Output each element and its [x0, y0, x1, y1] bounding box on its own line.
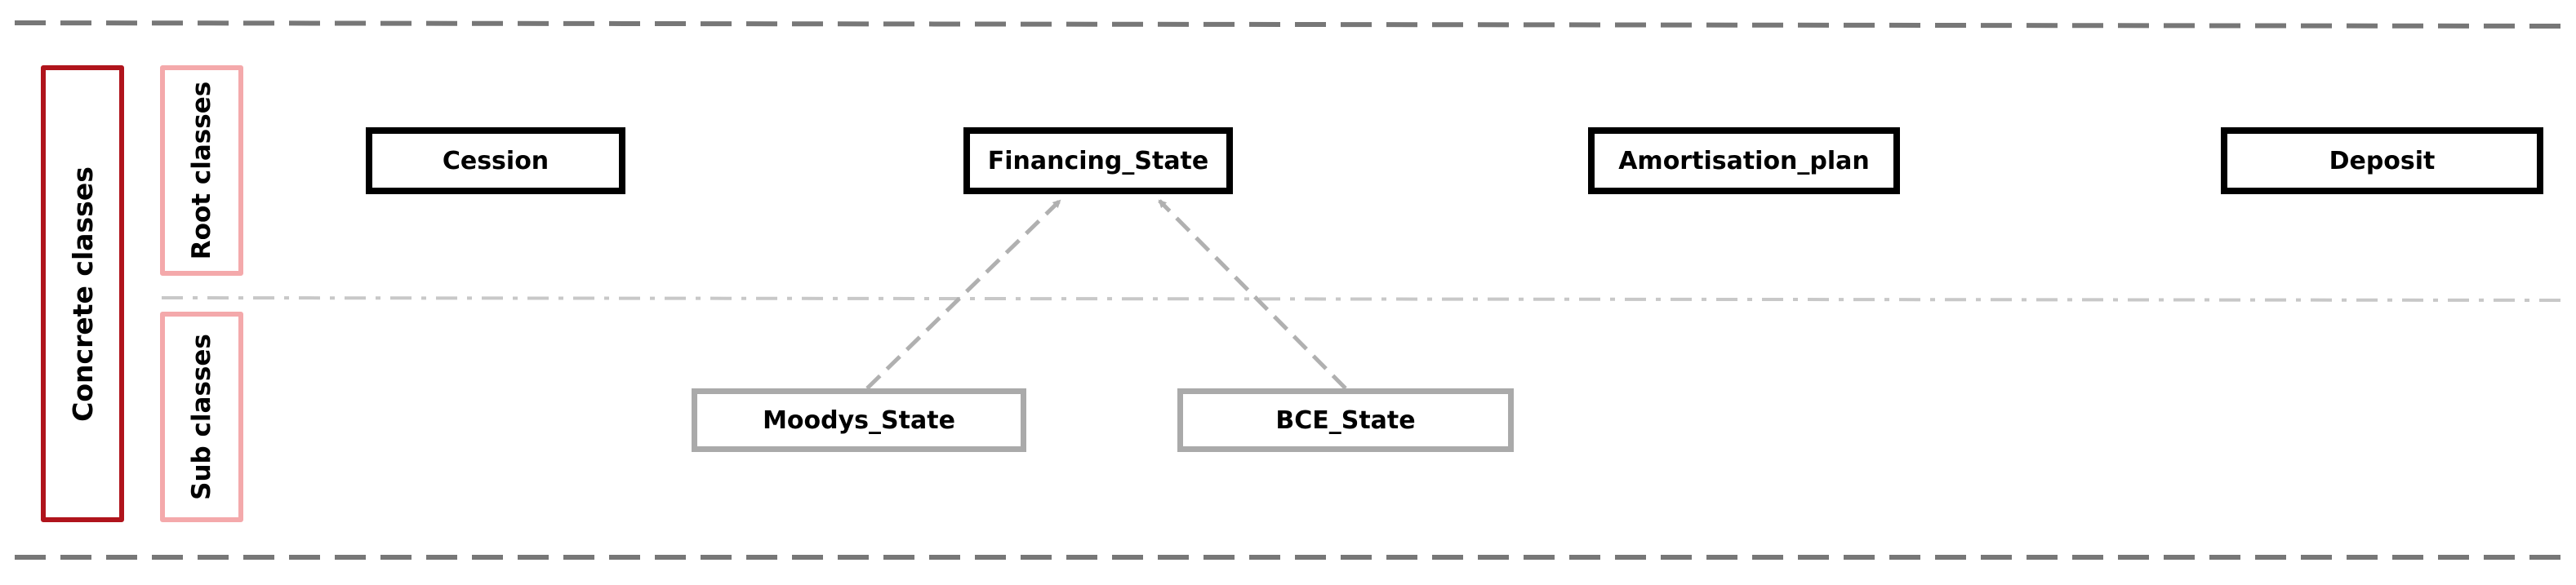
middle-separator	[161, 296, 2569, 302]
class-bce-state: BCE_State	[1177, 388, 1514, 452]
root-classes-label: Root classes	[187, 81, 217, 260]
concrete-classes-label-box: Concrete classes	[41, 65, 124, 522]
top-separator	[14, 20, 2569, 29]
class-deposit: Deposit	[2221, 127, 2543, 194]
class-moodys-state: Moodys_State	[692, 388, 1026, 452]
class-financing-state: Financing_State	[963, 127, 1233, 194]
class-amortisation-plan: Amortisation_plan	[1588, 127, 1900, 194]
class-cession: Cession	[366, 127, 625, 194]
sub-classes-label: Sub classes	[187, 334, 216, 500]
arrow-moodys-to-financing	[865, 199, 1061, 390]
arrow-bce-to-financing	[1158, 199, 1347, 390]
sub-classes-label-box: Sub classes	[160, 312, 243, 522]
root-classes-label-box: Root classes	[160, 65, 243, 276]
concrete-classes-label: Concrete classes	[66, 166, 99, 422]
